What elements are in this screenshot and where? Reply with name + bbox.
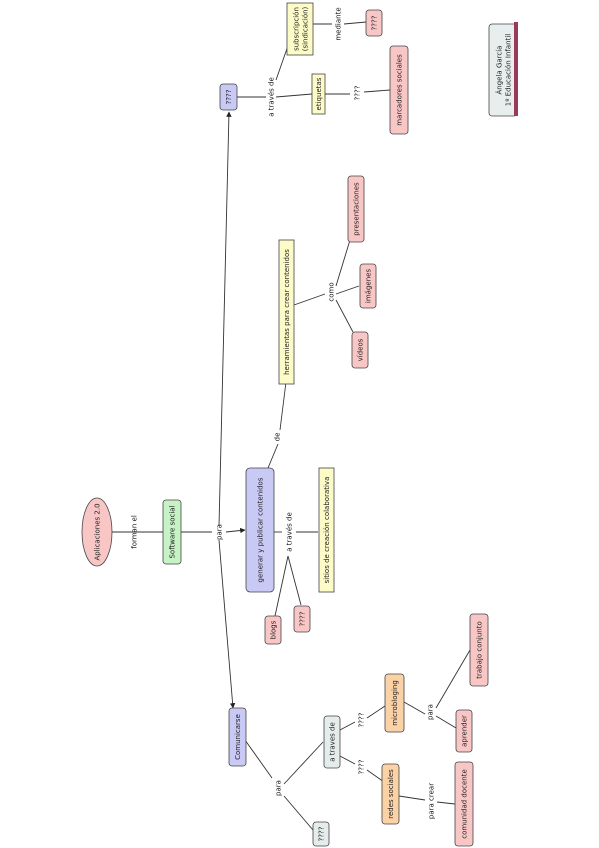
node-q-top: ???? — [219, 83, 238, 111]
node-trabajo-label: trabajo conjunto — [476, 621, 484, 679]
node-sitios: sitios de creación colaborativa — [318, 467, 335, 593]
node-generar: generar y publicar contenidos — [245, 467, 275, 593]
link-como: como — [328, 282, 336, 301]
connector-lines — [112, 21, 471, 831]
author-course: 1º Educación Infantil — [505, 34, 513, 107]
node-q-mediante-label: ???? — [371, 15, 379, 30]
node-software-social: Software social — [162, 499, 182, 565]
link-para-micro: para — [427, 704, 435, 720]
node-marcadores-label: marcadores sociales — [396, 54, 404, 126]
node-presentaciones-label: presentaciones — [353, 182, 361, 236]
node-videos-label: vídeos — [357, 338, 365, 361]
node-redes-label: redes sociales — [387, 769, 395, 819]
link-labels: forman el para de a través de como a tra… — [131, 7, 436, 819]
node-herramientas-label: herramientas para crear contenidos — [283, 249, 291, 375]
node-herramientas: herramientas para crear contenidos — [278, 239, 295, 385]
node-q-generar: ???? — [293, 605, 311, 633]
node-comunicarse: Comunicarse — [228, 707, 247, 767]
node-microbloging: microbloging — [384, 673, 405, 733]
link-q-micro: ???? — [358, 712, 366, 727]
node-software-social-label: Software social — [169, 505, 177, 558]
link-para-crear: para crear — [428, 783, 436, 819]
link-para-comunicar: para — [275, 780, 283, 796]
node-aprender: aprender — [455, 709, 473, 753]
node-q-comunicar-label: ???? — [318, 826, 326, 841]
node-imagenes: imágenes — [359, 263, 377, 309]
node-subscripcion-label-1: subscripción — [293, 7, 301, 51]
node-sitios-label: sitios de creación colaborativa — [323, 477, 331, 584]
node-etiquetas-label: etiquetas — [315, 77, 323, 110]
author-box: Ángela García 1º Educación Infantil — [488, 22, 518, 117]
node-a-traves-de: a traves de — [323, 715, 341, 769]
link-q-etiquetas: ???? — [354, 85, 362, 100]
node-videos: vídeos — [351, 331, 369, 369]
node-blogs-label: blogs — [270, 620, 278, 639]
node-aplicaciones: Aplicaciones 2.0 — [81, 497, 113, 567]
node-aplicaciones-label: Aplicaciones 2.0 — [94, 503, 102, 560]
node-microbloging-label: microbloging — [391, 680, 399, 726]
node-q-mediante: ???? — [365, 9, 383, 37]
node-generar-label: generar y publicar contenidos — [257, 477, 265, 582]
author-name: Ángela García — [495, 46, 504, 95]
node-q-top-label: ???? — [225, 89, 233, 104]
link-a-traves-de-generar: a través de — [286, 512, 294, 552]
node-etiquetas: etiquetas — [311, 73, 326, 115]
node-a-traves-de-label: a traves de — [329, 722, 337, 762]
link-para-main: para — [216, 524, 224, 540]
node-presentaciones: presentaciones — [347, 175, 365, 243]
node-comunicarse-label: Comunicarse — [234, 714, 242, 760]
node-comunidad: comunidad docente — [454, 761, 474, 847]
link-forman-el: forman el — [131, 515, 139, 549]
link-mediante: mediante — [335, 7, 343, 40]
link-a-traves-de-top: a través de — [268, 77, 276, 117]
node-redes: redes sociales — [381, 763, 400, 825]
node-q-generar-label: ???? — [299, 611, 307, 626]
node-q-comunicar: ???? — [312, 821, 330, 847]
node-subscripcion: subscripción (sindicación) — [286, 2, 314, 56]
node-blogs: blogs — [264, 615, 282, 645]
node-marcadores: marcadores sociales — [389, 45, 409, 135]
node-subscripcion-label-2: (sindicación) — [302, 6, 310, 51]
node-imagenes-label: imágenes — [365, 269, 373, 304]
node-trabajo: trabajo conjunto — [469, 613, 489, 687]
node-aprender-label: aprender — [461, 715, 469, 747]
link-q-redes: ???? — [358, 759, 366, 774]
node-comunidad-label: comunidad docente — [461, 769, 469, 839]
link-de: de — [274, 433, 282, 442]
